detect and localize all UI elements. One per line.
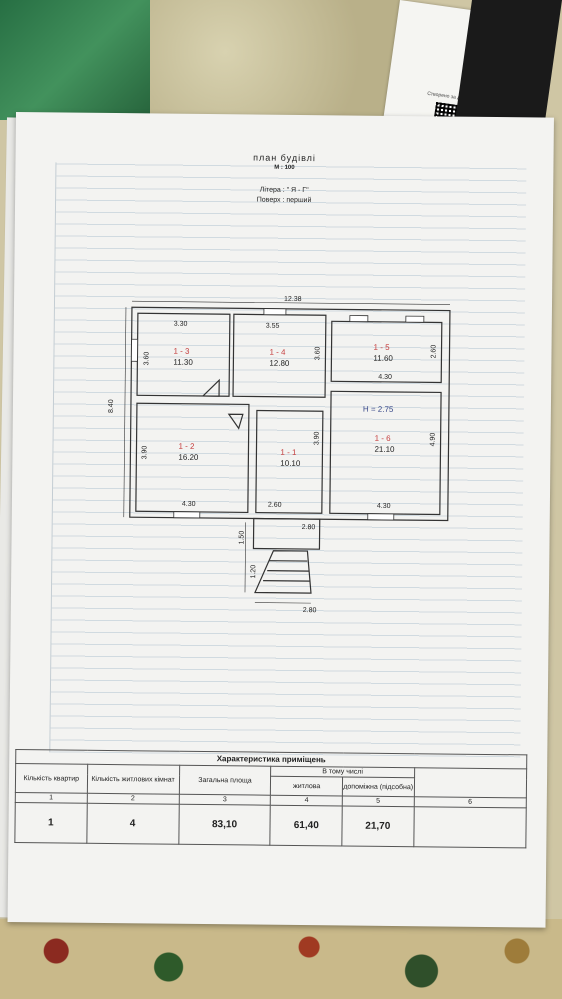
stove-2 — [227, 413, 244, 430]
cell-auxiliary-area: 21,70 — [341, 805, 414, 847]
cell-living-rooms: 4 — [86, 803, 179, 845]
dim-360-b: 3.60 — [314, 346, 321, 360]
window-3 — [349, 315, 369, 323]
dim-280-b: 2.80 — [303, 607, 317, 614]
header-apartments: Кількість квартир — [15, 763, 88, 794]
room-1-1-outline — [255, 409, 324, 514]
dim-490: 4.90 — [430, 433, 437, 447]
room-1-5-outline — [330, 320, 443, 384]
window-5 — [173, 511, 201, 519]
green-object-background — [0, 0, 160, 120]
dimension-labels: 12.38 8.40 3.30 3.55 3.60 3.60 2.60 4.30… — [108, 296, 438, 614]
stove-1 — [201, 378, 220, 397]
window-2 — [263, 308, 287, 316]
room-1-5-id: 1 - 5 — [374, 343, 391, 352]
carpet-background — [0, 919, 562, 999]
cell-total-area: 83,10 — [178, 804, 271, 846]
window-1 — [130, 338, 139, 362]
dim-390-b: 3.90 — [314, 431, 321, 445]
floor-plan-drawing: 12.38 8.40 3.30 3.55 3.60 3.60 2.60 4.30… — [108, 296, 451, 614]
dim-430-c: 4.30 — [377, 503, 391, 510]
dim-360-a: 3.60 — [143, 352, 150, 366]
dim-line-depth — [123, 307, 127, 518]
dim-260-b: 2.60 — [268, 502, 282, 509]
room-labels: 1 - 3 11.30 1 - 4 12.80 1 - 5 11.60 1 - … — [173, 343, 395, 468]
dim-line-entrance — [244, 522, 247, 593]
dim-line-steps — [254, 602, 311, 604]
cell-empty — [413, 806, 527, 848]
dim-150: 1.50 — [238, 531, 245, 545]
dim-280-a: 2.80 — [302, 524, 316, 531]
dim-355: 3.55 — [266, 323, 280, 330]
room-1-2-id: 1 - 2 — [178, 442, 195, 451]
dim-390-a: 3.90 — [141, 446, 148, 460]
room-1-4-area: 12.80 — [269, 359, 290, 368]
outer-wall — [129, 306, 451, 522]
room-1-1-id: 1 - 1 — [280, 448, 297, 457]
header-living: житлова — [270, 776, 343, 796]
walls — [123, 300, 451, 604]
cell-apartments: 1 — [14, 802, 87, 844]
dim-330: 3.30 — [174, 321, 188, 328]
header-auxiliary: допоміжна (підсобна) — [342, 776, 415, 797]
room-1-6-id: 1 - 6 — [375, 434, 392, 443]
room-1-3-area: 11.30 — [173, 358, 193, 367]
header-empty — [413, 767, 527, 798]
header-living-rooms: Кількість житлових кімнат — [86, 764, 180, 795]
dim-260: 2.60 — [430, 345, 437, 359]
window-4 — [405, 315, 425, 323]
cloth-background — [150, 0, 400, 130]
height-note: Н = 2.75 — [363, 405, 394, 414]
room-1-3-id: 1 - 3 — [173, 347, 190, 356]
windows — [130, 308, 425, 521]
entrance — [252, 517, 321, 550]
dim-line-width — [132, 300, 451, 305]
room-1-5-area: 11.60 — [373, 354, 393, 363]
room-1-6-area: 21.10 — [374, 445, 395, 454]
rooms-characteristics-table: Характеристика приміщень Кількість кварт… — [14, 749, 527, 848]
dim-120: 1.20 — [250, 565, 257, 579]
cell-living-area: 61,40 — [270, 805, 343, 846]
steps — [254, 550, 312, 594]
header-total-area: Загальна площа — [178, 765, 272, 796]
dim-total-depth: 8.40 — [108, 399, 115, 413]
dim-430-a: 4.30 — [378, 374, 392, 381]
dim-total-width: 12.38 — [284, 296, 302, 303]
room-1-1-area: 10.10 — [280, 459, 301, 468]
room-1-2-area: 16.20 — [178, 453, 199, 462]
floor-plan-document: план будівлі М : 100 Літера : " Я - Г" П… — [7, 112, 554, 928]
room-1-4-id: 1 - 4 — [269, 348, 286, 357]
dim-430-b: 4.30 — [182, 501, 196, 508]
window-6 — [367, 513, 395, 521]
